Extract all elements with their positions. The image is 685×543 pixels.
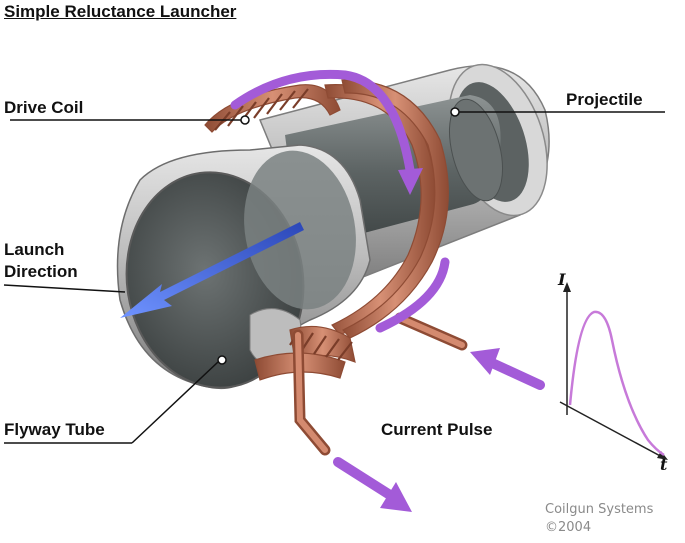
- current-pulse-graph: [559, 282, 668, 460]
- credit-line2: ©2004: [545, 520, 592, 535]
- page-title: Simple Reluctance Launcher: [4, 2, 237, 21]
- graph-y-axis-label: I: [558, 270, 566, 289]
- launch-direction-label-line2: Direction: [4, 262, 78, 281]
- launch-direction-arrow: [120, 222, 304, 318]
- current-pulse-curve: [568, 310, 665, 457]
- current-direction-arrows: [230, 69, 450, 333]
- drive-coil-label: Drive Coil: [4, 98, 84, 117]
- projectile-label: Projectile: [566, 90, 643, 109]
- flyway-tube-front: [116, 144, 371, 390]
- coil-leads: [292, 312, 468, 456]
- drive-coil: [204, 79, 449, 381]
- current-pulse-label: Current Pulse: [381, 420, 493, 439]
- current-arrowhead-top: [398, 168, 423, 195]
- graph-x-axis: [559, 401, 665, 459]
- flyway-tube-label: Flyway Tube: [4, 420, 105, 439]
- graph-x-axis-label: t: [660, 455, 668, 474]
- output-current-arrow: [333, 457, 412, 512]
- credit-line1: Coilgun Systems: [545, 502, 654, 517]
- launch-direction-label-line1: Launch: [4, 240, 65, 259]
- input-current-arrow: [470, 348, 545, 390]
- leader-lines: [3, 107, 665, 444]
